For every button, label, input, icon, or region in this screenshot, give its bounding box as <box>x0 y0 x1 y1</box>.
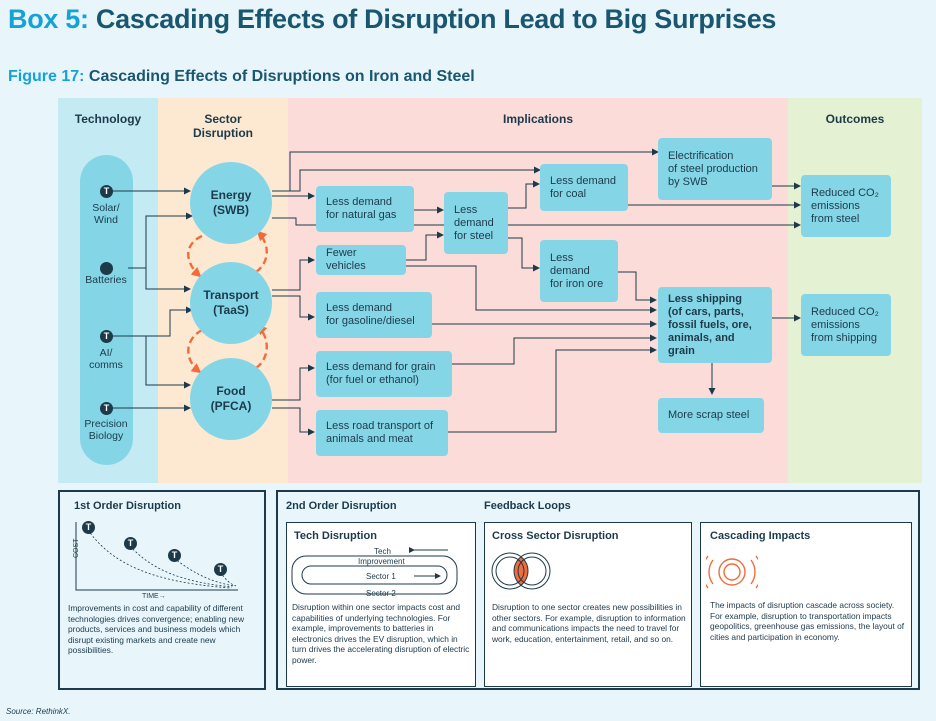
cross-sector-text: Disruption to one sector creates new pos… <box>492 602 686 644</box>
second-order-title: 2nd Order Disruption <box>286 500 397 512</box>
tech-ai-comms: AI/comms <box>89 347 123 371</box>
figure-title: Figure 17: Cascading Effects of Disrupti… <box>8 68 475 85</box>
cross-sector-panel <box>484 522 692 687</box>
tech-mark-icon: T <box>124 537 137 550</box>
tech-solar-wind: Solar/Wind <box>92 202 120 226</box>
technology-header: Technology <box>74 112 142 126</box>
tech-mark-icon: T <box>82 521 95 534</box>
cascading-panel <box>700 522 912 687</box>
sector-2-label: Sector 2 <box>366 589 396 598</box>
source-note: Source: RethinkX. <box>6 707 71 716</box>
cross-sector-title: Cross Sector Disruption <box>492 530 619 542</box>
cost-curve-sketch: COST TIME→ <box>73 522 238 600</box>
first-order-title: 1st Order Disruption <box>74 500 181 512</box>
venn-icon <box>491 552 551 590</box>
tech-disruption-text: Disruption within one sector impacts cos… <box>292 602 470 665</box>
tech-batteries: Batteries <box>85 274 127 286</box>
sector-food: Food(PFCA) <box>190 358 272 440</box>
impl-less-shipping: Less shipping(of cars, parts,fossil fuel… <box>658 287 772 363</box>
time-axis-label: TIME→ <box>142 593 166 600</box>
improvement-label: Improvement <box>358 557 405 566</box>
implications-header: Implications <box>502 112 573 126</box>
tech-mark-icon: T <box>100 185 113 198</box>
tech-loop-icon: Tech Improvement Sector 1 Sector 2 <box>291 547 458 598</box>
first-order-text: Improvements in cost and capability of d… <box>68 603 244 655</box>
box-title: Box 5: Cascading Effects of Disruption L… <box>8 4 777 34</box>
tech-mark-icon: T <box>100 330 113 343</box>
feedback-loops-title: Feedback Loops <box>484 500 571 512</box>
tech-node-dot <box>100 262 113 275</box>
tech-disruption-title: Tech Disruption <box>294 530 377 542</box>
tech-mark-icon: T <box>168 549 181 562</box>
outcomes-header: Outcomes <box>825 112 885 126</box>
sector-energy: Energy(SWB) <box>190 162 272 244</box>
impl-grain: Less demand for grain(for fuel or ethano… <box>316 351 452 397</box>
ripple-icon <box>706 555 758 589</box>
impl-scrap-steel: More scrap steel <box>658 398 764 433</box>
cascading-text: The impacts of disruption cascade across… <box>710 600 905 642</box>
sector-transport: Transport(TaaS) <box>190 262 272 344</box>
tech-label: Tech <box>374 547 391 556</box>
sector-1-label: Sector 1 <box>366 572 396 581</box>
outcomes-band <box>788 98 922 483</box>
tech-mark-icon: T <box>214 563 227 576</box>
cost-axis-label: COST <box>73 538 80 558</box>
cascading-title: Cascading Impacts <box>710 530 811 542</box>
impl-fewer-vehicles: Fewer vehicles <box>316 245 406 275</box>
tech-mark-icon: T <box>100 402 113 415</box>
